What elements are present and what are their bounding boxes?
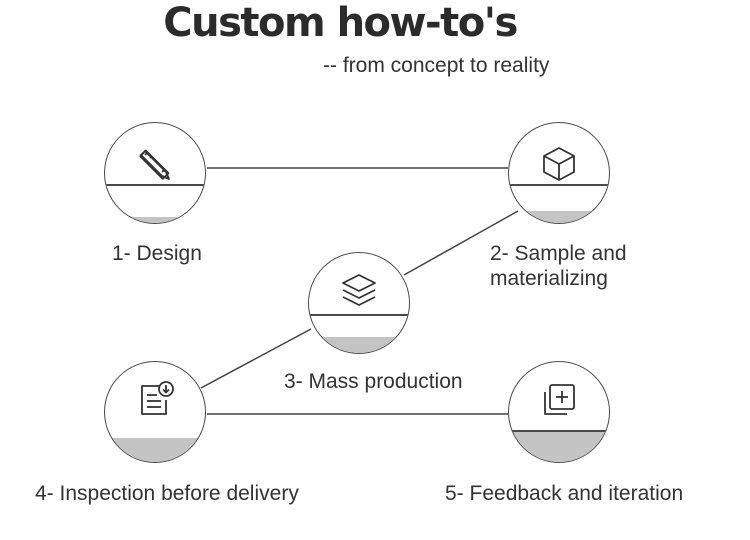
step-2-circle bbox=[508, 122, 610, 224]
cube-icon bbox=[540, 145, 578, 188]
step-4-label: 4- Inspection before delivery bbox=[35, 482, 299, 505]
layers-icon bbox=[339, 271, 379, 316]
connector-3-4 bbox=[200, 328, 312, 389]
connector-2-3 bbox=[403, 210, 519, 276]
step-1-label: 1- Design bbox=[112, 242, 202, 265]
plus-square-icon bbox=[539, 380, 579, 425]
step-1-circle bbox=[104, 122, 206, 224]
step-5-label: 5- Feedback and iteration bbox=[445, 482, 684, 505]
page-subtitle: -- from concept to reality bbox=[323, 54, 550, 77]
step-3-label: 3- Mass production bbox=[284, 370, 463, 393]
step-2-label-line1: 2- Sample and bbox=[490, 242, 627, 265]
page-title: Custom how-to's bbox=[163, 0, 518, 46]
step-2-label: 2- Sample and materializing bbox=[490, 241, 627, 291]
document-download-icon bbox=[135, 378, 175, 423]
ruler-pencil-icon bbox=[136, 145, 174, 188]
step-5-circle bbox=[508, 361, 610, 463]
step-2-label-line2: materializing bbox=[490, 267, 608, 290]
step-3-circle bbox=[308, 252, 410, 354]
step-4-circle bbox=[104, 361, 206, 463]
